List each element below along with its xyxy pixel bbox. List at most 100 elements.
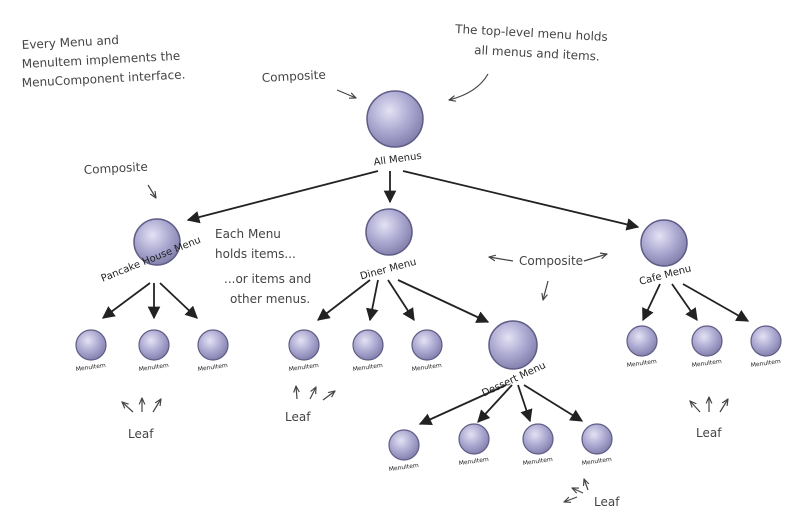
pointer-composite-root <box>336 89 356 98</box>
edge-dessert-item1 <box>418 384 507 426</box>
menu-item-ball <box>458 423 490 455</box>
note-top-level-line2: all menus and items. <box>474 43 600 64</box>
menu-item-ball <box>352 329 384 361</box>
leaf-cafe-label: Leaf <box>696 426 722 440</box>
pancake-house-ball <box>133 218 181 266</box>
menu-item-ball <box>388 429 420 461</box>
note-leaf-pancake: Leaf <box>122 398 161 441</box>
leaf-diner-1: MenuItem <box>288 329 320 373</box>
cafe-ball <box>640 219 688 267</box>
menu-item-ball <box>626 325 658 357</box>
edge-diner-dessert <box>397 279 490 323</box>
menu-item-label: MenuItem <box>75 362 106 373</box>
leaf-diner-2: MenuItem <box>352 329 384 373</box>
leaf-pancake-2: MenuItem <box>138 329 170 373</box>
edge-diner-item3 <box>387 279 415 322</box>
note-every-menu-line1: Every Menu and <box>21 33 119 52</box>
menu-item-label: MenuItem <box>750 358 781 369</box>
menu-item-label: MenuItem <box>411 362 442 373</box>
leaf-pancake-3: MenuItem <box>197 329 229 373</box>
note-top-level-line1: The top-level menu holds <box>454 22 608 44</box>
edge-diner-item1 <box>317 279 371 321</box>
leaf-cafe-3: MenuItem <box>750 325 782 369</box>
pointer-composite-pancake <box>147 184 156 198</box>
menu-item-ball <box>411 329 443 361</box>
leaf-pancake-label: Leaf <box>128 427 154 441</box>
all-menus-ball <box>366 90 424 148</box>
edge-pancake-item3 <box>159 282 198 319</box>
menu-item-ball <box>197 329 229 361</box>
note-composite-root: Composite <box>261 68 356 98</box>
menu-item-label: MenuItem <box>626 358 657 369</box>
note-each-menu-line2: holds items... <box>215 247 296 261</box>
node-cafe-menu: Cafe Menu <box>638 219 693 288</box>
note-each-menu-line1: Each Menu <box>215 227 281 241</box>
note-composite-pancake: Composite <box>83 160 156 198</box>
menu-item-label: MenuItem <box>288 362 319 373</box>
note-leaf-diner: Leaf <box>285 386 335 424</box>
edge-root-cafe <box>402 170 640 231</box>
note-top-level: The top-level menu holds all menus and i… <box>449 22 608 100</box>
menu-item-label: MenuItem <box>522 456 553 467</box>
pointer-top-level <box>449 73 489 100</box>
note-or-items-line1: ...or items and <box>224 272 311 286</box>
menu-item-ball <box>138 329 170 361</box>
leaf-cafe-1: MenuItem <box>626 325 658 369</box>
edge-cafe-item3 <box>682 283 750 322</box>
menu-item-ball <box>522 423 554 455</box>
all-menus-label: All Menus <box>373 151 422 169</box>
pointer-leaf-diner-2 <box>309 387 316 400</box>
note-every-menu: Every Menu and MenuItem implements the M… <box>21 33 185 90</box>
menu-item-label: MenuItem <box>691 358 722 369</box>
leaf-diner-label: Leaf <box>285 410 311 424</box>
menu-item-ball <box>581 423 613 455</box>
note-or-items: ...or items and other menus. <box>224 272 311 306</box>
tree-edges <box>101 170 750 426</box>
leaf-cafe-2: MenuItem <box>691 325 723 369</box>
menu-item-label: MenuItem <box>458 456 489 467</box>
menu-item-ball <box>750 325 782 357</box>
menu-item-ball <box>288 329 320 361</box>
note-every-menu-line2: MenuItem implements the <box>21 49 180 71</box>
pointer-leaf-pancake-3 <box>152 399 161 413</box>
pointer-leaf-dessert-3 <box>584 479 588 491</box>
menu-item-label: MenuItem <box>352 362 383 373</box>
edge-root-pancake <box>186 170 379 224</box>
pointer-leaf-cafe-1 <box>690 401 701 413</box>
menu-item-ball <box>691 325 723 357</box>
leaf-dessert-2: MenuItem <box>458 423 490 467</box>
node-dessert-menu: Dessert Menu <box>480 320 548 399</box>
leaf-dessert-1: MenuItem <box>388 429 420 473</box>
leaf-dessert-3: MenuItem <box>522 423 554 467</box>
menu-item-label: MenuItem <box>581 456 612 467</box>
note-leaf-dessert: Leaf <box>564 479 620 509</box>
edge-dessert-item4 <box>523 384 584 422</box>
pointer-leaf-dessert-2 <box>572 488 584 493</box>
edge-cafe-item2 <box>671 283 698 322</box>
leaf-dessert-label: Leaf <box>594 495 620 509</box>
note-or-items-line2: other menus. <box>230 292 310 306</box>
note-leaf-cafe: Leaf <box>690 397 728 440</box>
pointer-composite-right <box>583 254 607 262</box>
node-pancake-house-menu: Pancake House Menu <box>100 218 202 285</box>
edge-dessert-item3 <box>517 384 533 423</box>
note-each-menu: Each Menu holds items... <box>215 227 296 261</box>
edge-dessert-item2 <box>477 384 513 423</box>
edge-cafe-item1 <box>642 283 661 322</box>
menu-item-label: MenuItem <box>388 462 419 473</box>
dessert-ball <box>488 320 538 370</box>
node-diner-menu: Diner Menu <box>359 208 418 283</box>
menu-item-label: MenuItem <box>197 362 228 373</box>
diner-label: Diner Menu <box>359 257 418 283</box>
pointer-leaf-dessert-1 <box>564 496 578 502</box>
menu-item-label: MenuItem <box>138 362 169 373</box>
pointer-leaf-cafe-3 <box>719 399 728 413</box>
edge-pancake-item1 <box>101 282 151 319</box>
pointer-composite-left <box>489 257 514 262</box>
composite-pancake-label: Composite <box>83 160 148 177</box>
diner-ball <box>365 208 413 256</box>
leaf-dessert-4: MenuItem <box>581 423 613 467</box>
leaf-diner-3: MenuItem <box>411 329 443 373</box>
